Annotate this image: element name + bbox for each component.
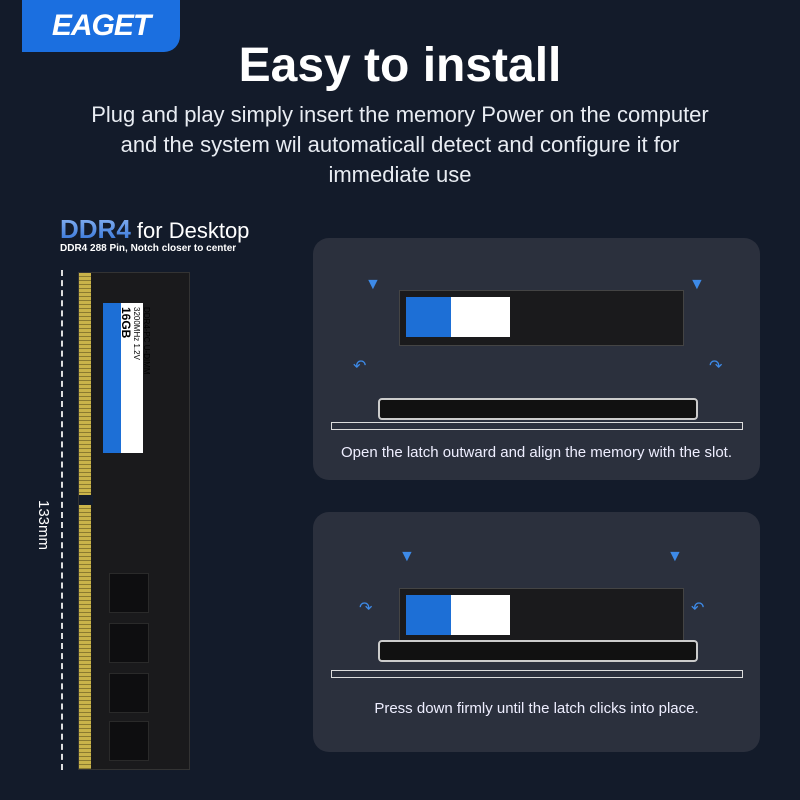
- label-model: DDR4-PC U-DIMM: [142, 307, 151, 375]
- step-caption: Open the latch outward and align the mem…: [340, 444, 733, 461]
- memory-module-image: [399, 588, 684, 644]
- memory-chip: [109, 673, 149, 713]
- down-arrow-icon: ▼: [667, 548, 683, 565]
- motherboard-line: [331, 422, 743, 430]
- dimension-line: [61, 270, 63, 770]
- down-arrow-icon: ▼: [365, 276, 381, 293]
- down-arrow-icon: ▼: [689, 276, 705, 293]
- curved-arrow-outward-icon: ↶: [353, 358, 367, 375]
- module-notch: [79, 495, 93, 505]
- module-label: [406, 595, 510, 635]
- memory-slot: [378, 398, 698, 420]
- module-spec: DDR4 288 Pin, Notch closer to center: [60, 243, 237, 254]
- memory-module-image: [399, 290, 684, 346]
- curved-arrow-inward-icon: ↷: [359, 600, 373, 617]
- step-press-down-panel: ▼ ▼ ↷ ↶ Press down firmly until the latc…: [313, 512, 760, 752]
- memory-slot: [378, 640, 698, 662]
- step-open-latch-panel: ▼ ▼ ↶ ↷ Open the latch outward and align…: [313, 238, 760, 480]
- memory-module-image: DDR4-PC U-DIMM 3200MHz 1.2V 16GB: [78, 272, 190, 770]
- module-type: DDR4 for Desktop: [60, 214, 249, 245]
- module-label: [406, 297, 510, 337]
- label-capacity: 16GB: [119, 307, 133, 339]
- down-arrow-icon: ▼: [399, 548, 415, 565]
- step-caption: Press down firmly until the latch clicks…: [374, 700, 699, 717]
- module-label: DDR4-PC U-DIMM 3200MHz 1.2V 16GB: [103, 303, 151, 453]
- dimension-label: 133mm: [35, 500, 52, 551]
- memory-chip: [109, 623, 149, 663]
- module-type-suffix: for Desktop: [136, 218, 250, 243]
- memory-chip: [109, 721, 149, 761]
- page-subtitle: Plug and play simply insert the memory P…: [91, 102, 709, 187]
- brand-logo: EAGET: [22, 0, 180, 52]
- curved-arrow-inward-icon: ↶: [691, 600, 705, 617]
- curved-arrow-outward-icon: ↷: [709, 358, 723, 375]
- gold-pins: [79, 273, 91, 769]
- motherboard-line: [331, 670, 743, 678]
- page-title: Easy to install: [238, 39, 562, 92]
- memory-chip: [109, 573, 149, 613]
- module-type-label: DDR4: [60, 214, 131, 244]
